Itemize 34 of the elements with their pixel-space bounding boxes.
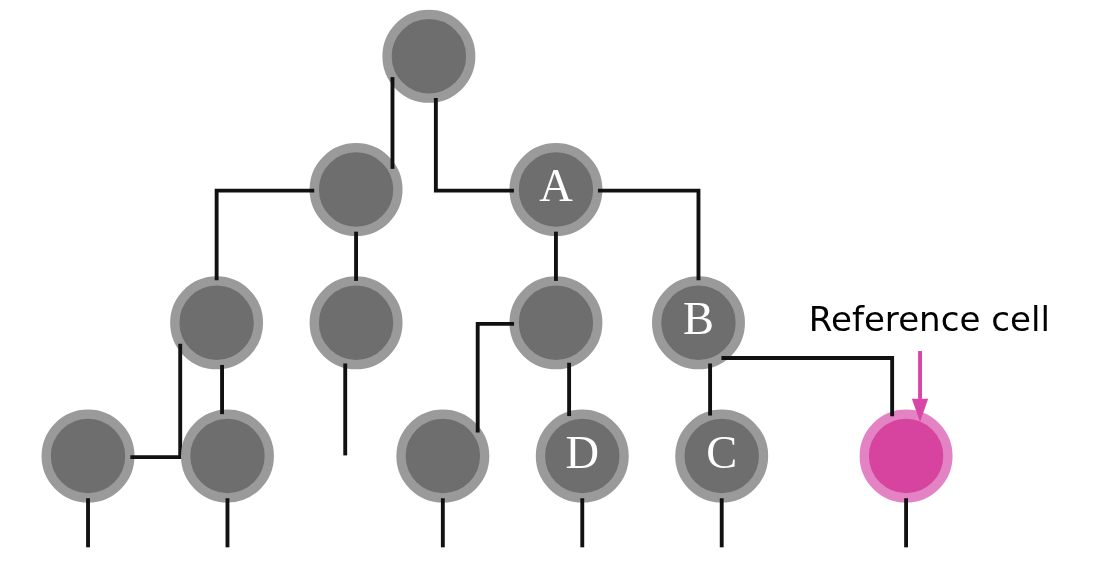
connector — [85, 498, 90, 548]
connector — [475, 321, 514, 433]
connector — [433, 98, 514, 193]
node-text: Reference cell — [808, 299, 1050, 340]
node-circle — [169, 276, 263, 370]
node-circle — [859, 409, 953, 503]
node-circle — [508, 276, 602, 370]
connector — [219, 364, 224, 415]
node-circle: B — [651, 276, 745, 370]
connector — [553, 231, 558, 281]
connector — [579, 498, 584, 548]
node-circle — [381, 9, 475, 103]
node-circle — [309, 276, 403, 370]
node-circle: A — [508, 143, 602, 236]
connector — [707, 363, 712, 416]
connector — [903, 498, 908, 548]
arrow — [911, 351, 928, 423]
node-circle — [41, 409, 134, 503]
connector — [719, 498, 724, 548]
connector — [440, 498, 445, 548]
connector — [342, 363, 347, 456]
node-circle: C — [674, 409, 768, 503]
connector — [566, 362, 571, 417]
connector — [129, 343, 182, 460]
connector — [225, 498, 229, 548]
node-circle — [180, 409, 274, 503]
connector — [390, 77, 394, 169]
node-circle — [395, 409, 489, 503]
node-circle — [309, 143, 403, 236]
connector — [720, 356, 894, 417]
node-circle: D — [535, 409, 629, 503]
connector — [597, 188, 700, 281]
connector — [353, 231, 358, 281]
connector — [214, 188, 314, 281]
